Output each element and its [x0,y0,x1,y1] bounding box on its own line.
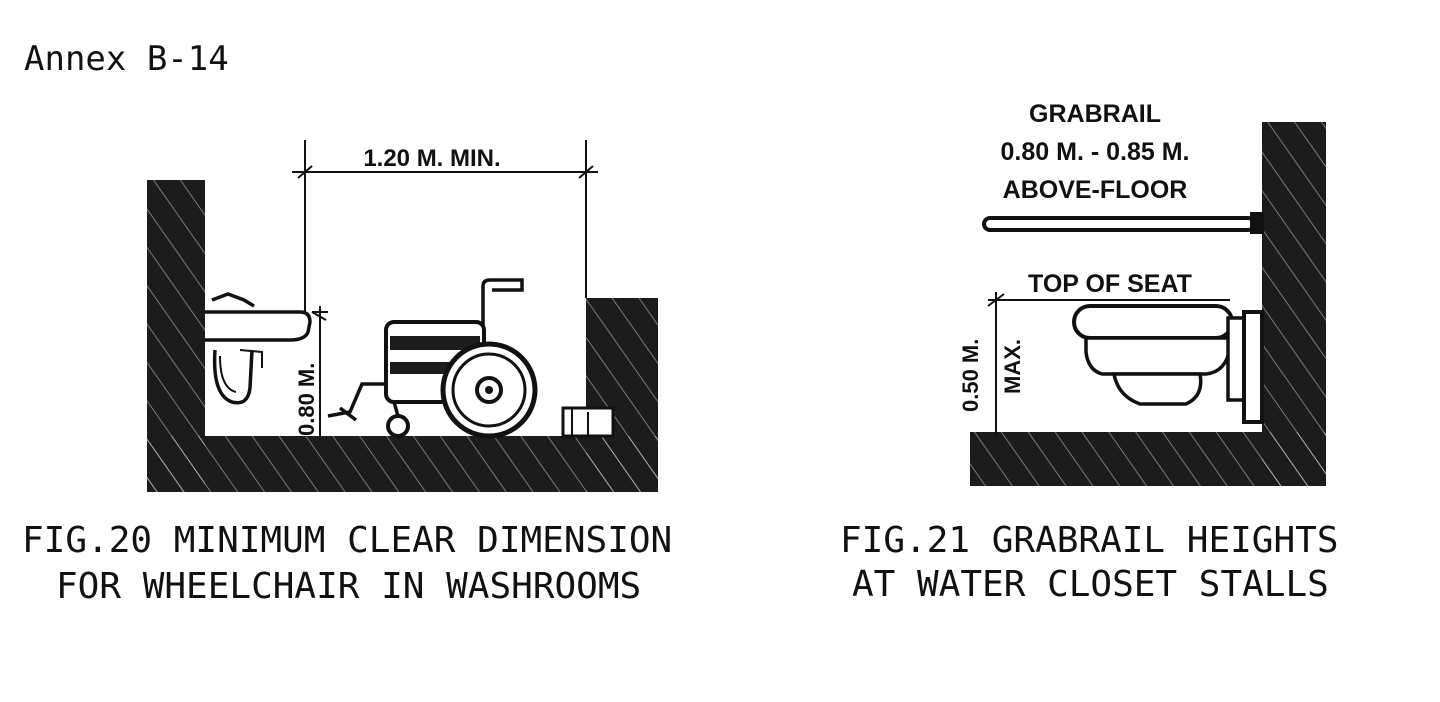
fig21-max-label: MAX. [1000,339,1025,394]
lavatory-icon [205,292,312,405]
fig21-caption-line1: FIG.21 GRABRAIL HEIGHTS [840,520,1339,561]
fig21-height-dimension [987,292,1005,436]
grabrail-label-line2: 0.80 M. - 0.85 M. [1001,138,1190,166]
fig21-caption-line2: AT WATER CLOSET STALLS [852,564,1329,605]
grabrail-label-line1: GRABRAIL [1029,100,1161,128]
fig20-caption-line1: FIG.20 MINIMUM CLEAR DIMENSION [22,520,672,561]
floor-drain-icon [561,406,615,438]
fig20-height-dimension [311,306,328,440]
fig20-diagram: 1.20 M. MIN. 0.80 M. [147,140,658,492]
wheelchair-icon [327,278,538,439]
top-of-seat-label: TOP OF SEAT [1028,270,1192,298]
grabrail-icon [982,212,1264,234]
fig21-diagram: 0.50 M. MAX. [958,122,1326,486]
fig20-width-dimension [292,140,598,312]
fig20-height-label: 0.80 M. [294,363,319,436]
fig20-caption-line2: FOR WHEELCHAIR IN WASHROOMS [56,566,641,607]
fig20-width-label: 1.20 M. MIN. [363,145,500,172]
fig21-height-label: 0.50 M. [958,339,983,412]
grabrail-label-line3: ABOVE-FLOOR [1003,176,1188,204]
annex-title: Annex B-14 [24,39,229,79]
water-closet-icon [1072,304,1264,424]
